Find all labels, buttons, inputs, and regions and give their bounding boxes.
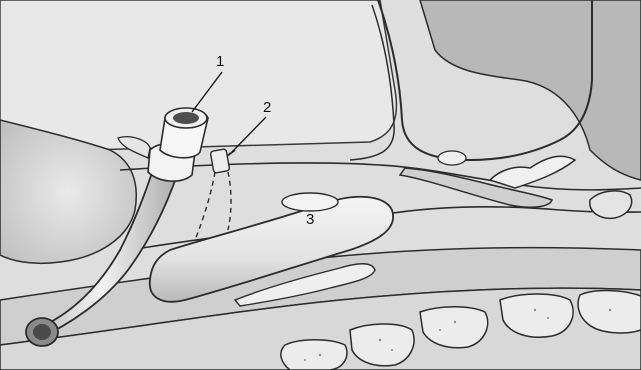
callout-label-1: 1 (216, 54, 224, 69)
callout-label-2: 2 (263, 100, 271, 115)
vertebra-2 (350, 324, 414, 366)
right-ring-structure (590, 191, 632, 218)
vertebra-1 (281, 340, 347, 370)
tube-proximal-lumen (173, 112, 199, 124)
cuff-tip (282, 193, 338, 211)
pilot-valve (210, 149, 230, 173)
small-nodule (438, 151, 466, 165)
callout-label-3: 3 (306, 212, 314, 227)
tube-distal-lumen (33, 324, 51, 340)
